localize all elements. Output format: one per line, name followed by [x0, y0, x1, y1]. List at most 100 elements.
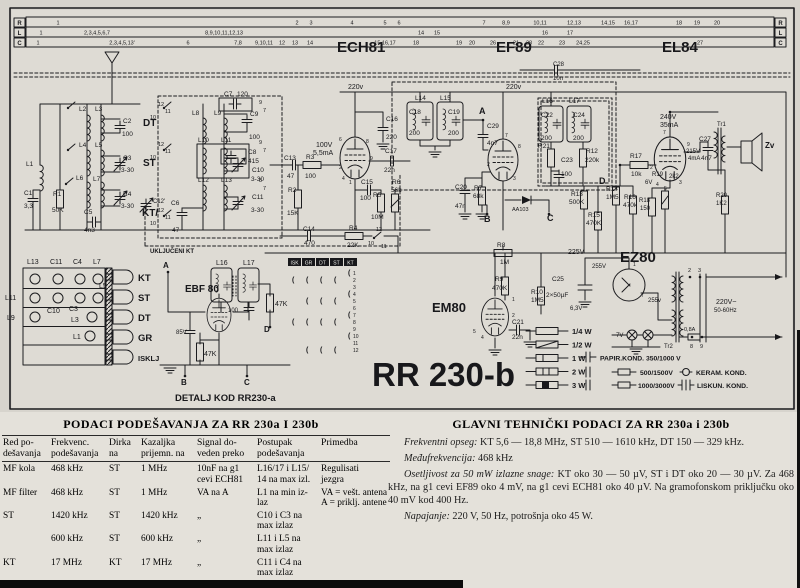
- matrix-header: DT: [319, 261, 326, 267]
- matrix-contact: (: [306, 277, 309, 284]
- adj-table-cell: 17 MHz: [51, 557, 82, 568]
- component-label: 3-30: [251, 207, 264, 214]
- component-label: 1M: [500, 259, 509, 266]
- adj-table-cell: ST: [109, 464, 120, 475]
- component-label: L14: [415, 95, 426, 102]
- ruler-tick: 4: [350, 21, 353, 27]
- schematic-canvas: RR12345678,910,1112,1314,1516,17181920LL…: [5, 7, 795, 410]
- legend-resistor-icon: [535, 327, 559, 335]
- component-label: 50-60Hz: [714, 308, 737, 314]
- adj-table-cell: 468 kHz: [51, 464, 84, 475]
- matrix-row-number: 6: [353, 306, 356, 312]
- matrix-contact: (: [334, 319, 337, 326]
- component-label: 8: [259, 178, 262, 184]
- matrix-header: GR: [305, 261, 313, 267]
- ruler-tick: 20: [714, 21, 720, 27]
- component-label: L13: [221, 177, 232, 184]
- component-label: C16: [386, 116, 398, 123]
- tech-paragraph: Međufrekvencija: 468 kHz: [404, 452, 513, 464]
- component-label: 4: [656, 182, 659, 188]
- component-label: R18: [639, 198, 651, 204]
- component-label: L7: [93, 259, 101, 266]
- component-label: C13: [284, 155, 296, 162]
- component-label: 7: [505, 133, 508, 139]
- component-label: C22: [541, 112, 553, 119]
- pushbutton: [112, 309, 134, 325]
- ruler-letter: R: [17, 21, 22, 27]
- component-label: 7: [263, 108, 266, 114]
- component-label: 15K: [287, 210, 299, 217]
- component-label: 3,3: [24, 203, 33, 210]
- component-label: R16: [624, 194, 636, 201]
- matrix-row-number: 4: [353, 292, 356, 298]
- component-label: ECH81: [337, 39, 385, 56]
- adj-table-cell: ST: [109, 487, 120, 498]
- legend-liskunkond-icon: [677, 379, 695, 391]
- component-label: L5: [95, 142, 103, 149]
- ruler-tick: 21: [513, 41, 519, 47]
- ruler-tick: 20: [469, 41, 475, 47]
- adj-table-cell: 1 MHz: [141, 464, 168, 475]
- component-label: L17: [569, 98, 580, 105]
- ruler-tick: 7,8: [234, 41, 242, 47]
- component-label: B: [484, 214, 491, 224]
- ruler-tick: 1: [56, 21, 59, 27]
- component-label: R3: [306, 154, 315, 161]
- wires: [264, 91, 787, 278]
- component-label: 11: [381, 244, 387, 250]
- component-label: 11: [165, 215, 171, 221]
- component-label: 4mA: [688, 156, 700, 162]
- component-label: 100: [122, 131, 133, 138]
- oscillator-section: [162, 97, 253, 231]
- component-label: 3-30: [121, 203, 134, 210]
- component-label: R21: [538, 143, 550, 150]
- component-label: 2: [487, 162, 490, 168]
- ruler-tick: 8,9,10,11,12,13: [205, 31, 243, 37]
- component-label: 0,8A: [684, 327, 696, 333]
- component-label: L11: [5, 295, 16, 302]
- ruler-letter-box: [13, 37, 26, 48]
- matrix-contact: (: [320, 277, 323, 284]
- legend-cap-type: KERAM. KOND.: [696, 370, 747, 377]
- component-label: C20: [455, 184, 467, 191]
- component-label: 220v: [506, 84, 522, 91]
- tech-paragraphs: Frekventni opseg: KT 5,6 — 18,8 MHz, ST …: [388, 436, 794, 523]
- ruler-tick: 24,25: [576, 41, 590, 47]
- matrix-contact: (: [334, 347, 337, 354]
- component-label: 3: [513, 176, 516, 182]
- adj-table-cell: ST: [109, 534, 120, 545]
- component-label: EL84: [662, 39, 699, 56]
- bottom-text-area: PODACI PODEŠAVANJA ZA RR 230a I 230b Red…: [0, 412, 800, 588]
- adj-table-cell: „: [197, 557, 202, 568]
- component-label: C12': [153, 199, 165, 205]
- component-label: DETALJ KOD RR230-a: [175, 393, 276, 404]
- component-label: 12: [158, 208, 164, 214]
- adj-col-header: Postupak podešavanja: [256, 434, 320, 463]
- pushbutton-label: GR: [138, 333, 152, 344]
- component-label: 2: [512, 313, 515, 319]
- pushbutton-label: DT: [138, 313, 151, 324]
- ruler-tick: 27: [697, 41, 703, 47]
- component-label: R19: [652, 172, 664, 178]
- ruler-letter-box: [774, 27, 787, 38]
- component-label: C14: [303, 226, 315, 233]
- component-label: L9: [214, 110, 222, 117]
- component-label: 22n: [512, 334, 523, 341]
- detail-ebf80-circuit: [159, 267, 291, 378]
- antenna-icon: [104, 51, 120, 105]
- component-label: C11: [50, 259, 62, 266]
- component-label: L11: [221, 137, 232, 144]
- tuner-section: [24, 51, 431, 231]
- matrix-contact: (: [334, 298, 337, 305]
- component-label: 220v: [348, 84, 364, 91]
- component-label: C6: [171, 200, 180, 207]
- ez80-tube: [612, 268, 646, 302]
- component-label: 56k: [391, 187, 402, 194]
- component-label: R14: [606, 186, 618, 193]
- ruler-tick: 16,17: [624, 21, 638, 27]
- ruler-letter: L: [18, 31, 22, 37]
- ruler-letter-box: [774, 37, 787, 48]
- matrix-header: KT: [347, 261, 353, 267]
- ruler-tick: 14: [418, 31, 424, 37]
- ruler-letter: L: [779, 31, 783, 37]
